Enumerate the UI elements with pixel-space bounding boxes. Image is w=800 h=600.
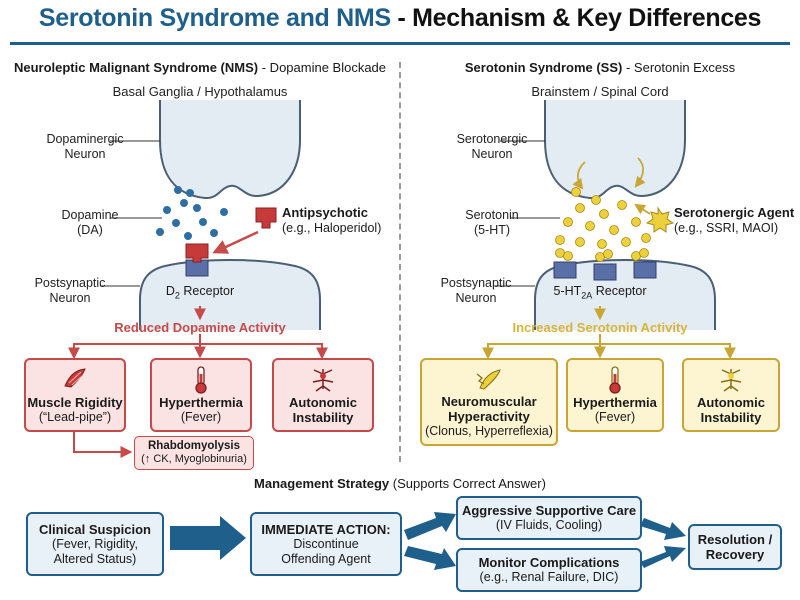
dopamine-dot [172, 219, 180, 227]
dopamine-dot [163, 206, 171, 214]
dopamine-dot [210, 229, 218, 237]
serotonin-dot [617, 200, 627, 210]
effect-ss-autonomic-instability: Autonomic Instability [682, 358, 780, 432]
effect-muscle-rigidity: Muscle Rigidity (“Lead-pipe”) [24, 358, 126, 432]
monitor-complications-box: Monitor Complications (e.g., Renal Failu… [456, 548, 642, 592]
title-sub: - Mechanism & Key Differences [397, 4, 762, 32]
supportive-care-box: Aggressive Supportive Care (IV Fluids, C… [456, 496, 642, 540]
dopamine-dot [220, 208, 228, 216]
serotonin-dot [571, 187, 581, 197]
serotonergic-agent-label: Serotonergic Agent(e.g., SSRI, MAOI) [674, 205, 795, 235]
title-main: Serotonin Syndrome and NMS [38, 4, 391, 32]
autonomic-icon [720, 369, 742, 392]
nms-heading: Neuroleptic Malignant Syndrome (NMS) - D… [13, 60, 387, 75]
5ht2a-receptor-label: 5-HT2A Receptor [553, 284, 647, 301]
serotonin-dot [563, 217, 573, 227]
ss-presynaptic-terminal [544, 100, 686, 200]
5ht2a-receptor [633, 261, 657, 279]
bound-antagonist [185, 243, 209, 263]
serotonin-dot [599, 209, 609, 219]
nms-activity-label: Reduced Dopamine Activity [114, 320, 286, 335]
neuromuscular-icon [476, 369, 501, 390]
serotonin-dot [641, 233, 651, 243]
nms-location: Basal Ganglia / Hypothalamus [112, 84, 288, 99]
ss-activity-label: Increased Serotonin Activity [512, 320, 688, 335]
dopamine-dot [156, 228, 164, 236]
serotonin-dot [575, 237, 585, 247]
dopamine-dot [199, 218, 207, 226]
5ht2a-receptor [593, 263, 617, 281]
serotonin-dot [563, 251, 573, 261]
effect-ss-hyperthermia: Hyperthermia (Fever) [566, 358, 664, 432]
serotonin-dot [575, 203, 585, 213]
serotonergic-agent-star [645, 206, 675, 233]
dopamine-dot [184, 232, 192, 240]
nms-synapse-diagram [100, 100, 321, 330]
management-heading: Management Strategy (Supports Correct An… [254, 476, 546, 491]
d2-receptor-label: D2 Receptor [165, 284, 235, 301]
effect-nms-hyperthermia: Hyperthermia (Fever) [150, 358, 252, 432]
serotonin-dot [585, 221, 595, 231]
serotonin-dot [591, 195, 601, 205]
clinical-suspicion-box: Clinical Suspicion (Fever, Rigidity, Alt… [26, 512, 164, 576]
nms-branch-arrows [68, 334, 328, 458]
ss-heading: Serotonin Syndrome (SS) - Serotonin Exce… [464, 60, 736, 75]
serotonin-dot [639, 248, 649, 258]
effect-neuromuscular-hyperactivity: Neuromuscular Hyperactivity (Clonus, Hyp… [420, 358, 558, 446]
dopamine-label: Dopamine(DA) [61, 208, 119, 237]
antipsychotic-label: Antipsychotic(e.g., Haloperidol) [282, 205, 382, 235]
thermometer-icon [195, 366, 207, 394]
center-divider [399, 62, 401, 462]
nms-presynaptic-terminal [159, 100, 301, 200]
serotonin-molecules [555, 187, 651, 262]
5ht2a-receptor [553, 261, 577, 279]
thermometer-icon [609, 366, 621, 394]
autonomic-icon [312, 369, 334, 392]
serotonin-label: Serotonin(5-HT) [465, 208, 519, 237]
ss-location: Brainstem / Spinal Cord [531, 84, 669, 99]
muscle-icon [64, 368, 86, 388]
effect-nms-autonomic-instability: Autonomic Instability [272, 358, 374, 432]
dopamine-molecules [156, 186, 228, 240]
dopamine-dot [180, 199, 188, 207]
nms-postsynaptic-terminal [139, 259, 321, 330]
dopamine-dot [174, 186, 182, 194]
title-rule [10, 42, 790, 45]
serotonin-dot [631, 217, 641, 227]
serotonin-dot [597, 239, 607, 249]
resolution-box: Resolution / Recovery [688, 524, 782, 570]
antipsychotic-block [255, 207, 277, 229]
ss-synapse-diagram [495, 100, 716, 330]
dopamine-dot [193, 204, 201, 212]
dopamine-dot [186, 189, 194, 197]
ss-branch-arrows [482, 334, 736, 360]
ss-postsynaptic-terminal [534, 259, 716, 330]
management-flow-arrows [170, 512, 686, 570]
serotonin-dot [555, 235, 565, 245]
rhabdomyolysis-box: Rhabdomyolysis(↑ CK, Myoglobinuria) [134, 436, 254, 470]
serotonin-dot [609, 225, 619, 235]
serotonin-dot [603, 249, 613, 259]
immediate-action-box: IMMEDIATE ACTION: Discontinue Offending … [250, 512, 402, 576]
page-title: Serotonin Syndrome and NMS - Mechanism &… [0, 4, 800, 33]
serotonin-dot [621, 237, 631, 247]
